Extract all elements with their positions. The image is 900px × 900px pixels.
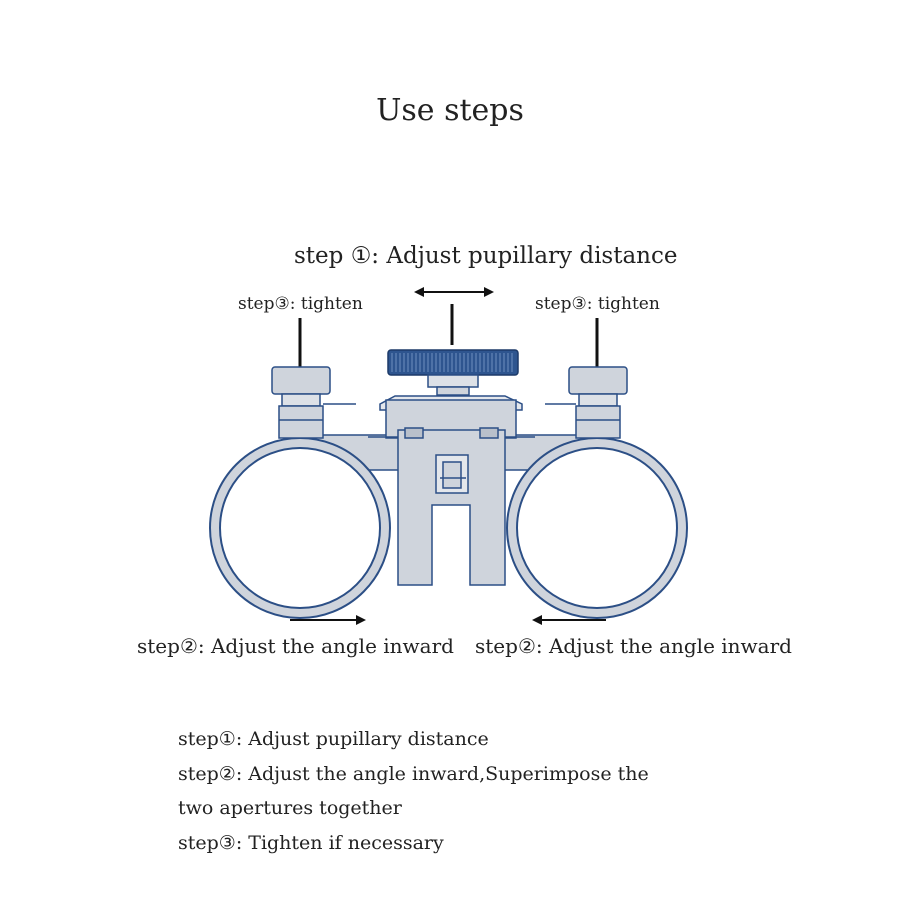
right-angle-arrow [532,615,606,625]
instruction-line: step③: Tighten if necessary [178,831,444,854]
left-lens-ring [209,437,391,619]
angle-right-label: step②: Adjust the angle inward [475,634,792,658]
center-housing [368,395,535,586]
instruction-line: step①: Adjust pupillary distance [178,728,489,750]
right-tightening-screw [545,366,628,439]
left-tightening-screw [271,366,356,439]
left-angle-arrow [290,615,366,625]
tighten-right-label: step③: tighten [535,294,660,314]
pupillary-distance-knob [387,349,519,396]
instruction-line: two apertures together [178,797,402,819]
page-title: Use steps [376,93,524,128]
right-lens-ring [506,437,688,619]
tighten-left-label: step③: tighten [238,294,363,314]
step1-label: step ①: Adjust pupillary distance [294,243,678,269]
pupillary-distance-arrow [414,287,494,297]
instruction-line: step②: Adjust the angle inward,Superimpo… [178,762,649,785]
angle-left-label: step②: Adjust the angle inward [137,634,454,658]
instructions-list: step①: Adjust pupillary distance step②: … [178,722,649,860]
